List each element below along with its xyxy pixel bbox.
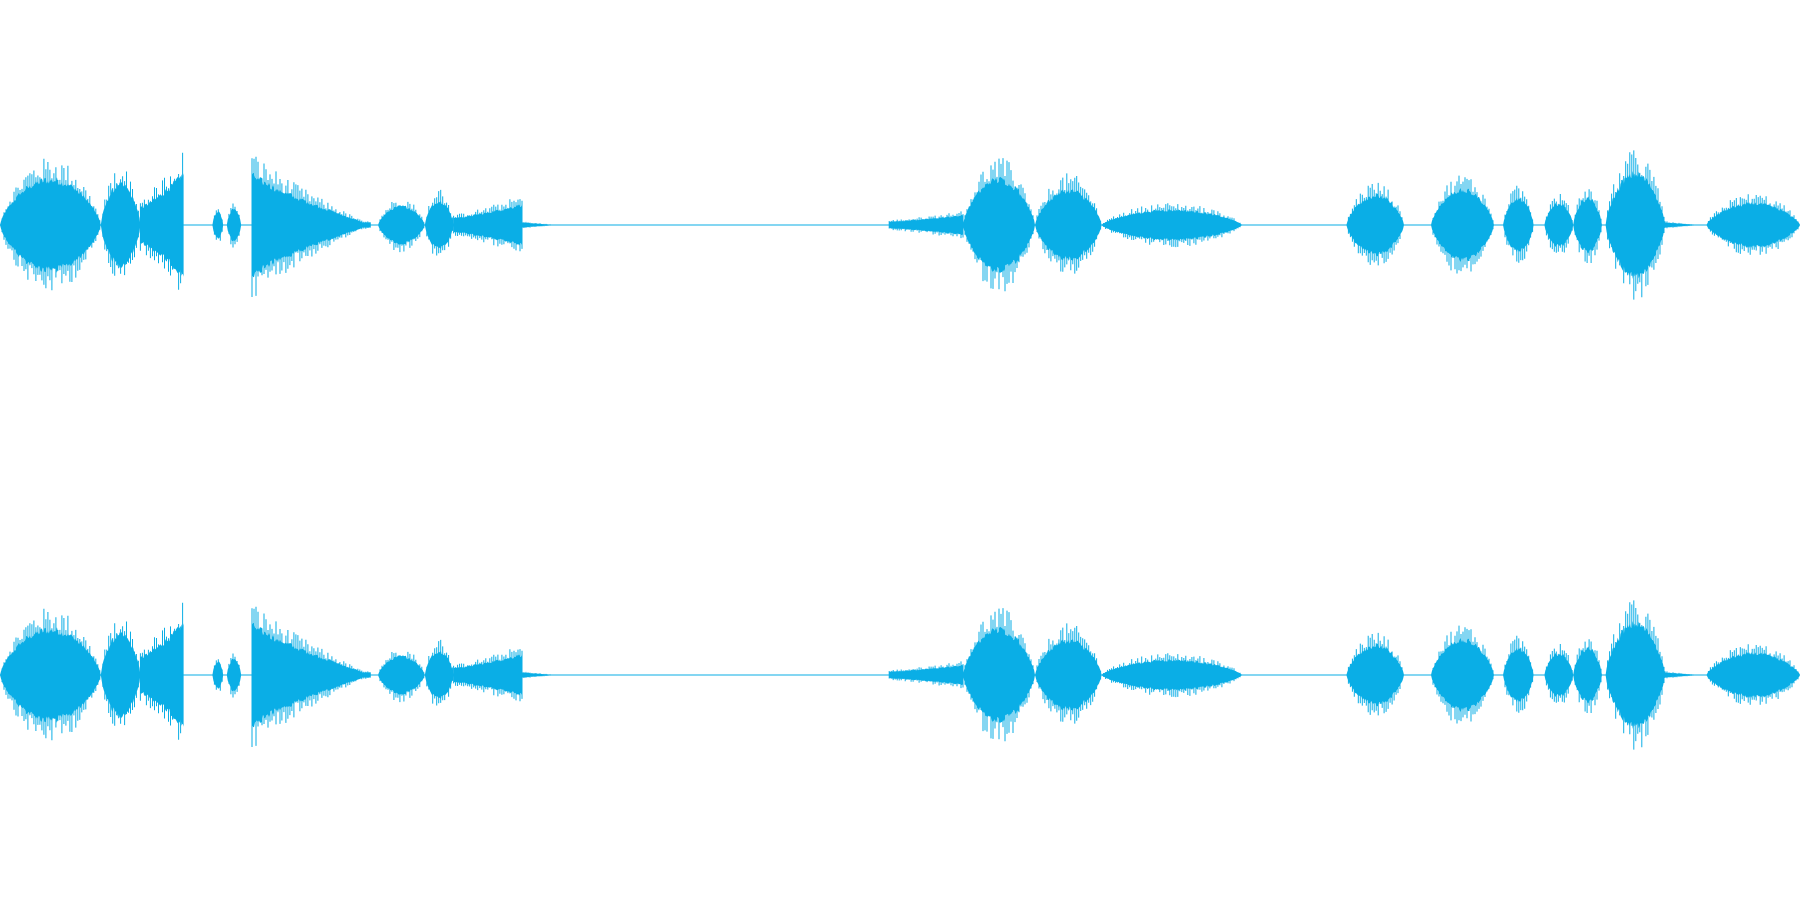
waveform-segment xyxy=(963,158,1035,292)
waveform-peaks xyxy=(453,649,523,702)
waveform-peaks xyxy=(1545,644,1573,703)
waveform-segment xyxy=(0,158,101,291)
waveform-peaks xyxy=(1432,175,1494,274)
waveform-segment xyxy=(521,671,559,679)
waveform-peaks xyxy=(426,189,454,256)
waveform-peaks xyxy=(1432,625,1494,724)
waveform-segment xyxy=(1035,173,1102,274)
right-waveform-svg xyxy=(0,600,1800,750)
left-waveform-svg xyxy=(0,150,1800,300)
waveform-segment xyxy=(1573,639,1602,713)
waveform-peaks xyxy=(964,158,1034,292)
waveform-peaks xyxy=(888,661,964,689)
waveform-segment xyxy=(139,602,184,740)
waveform-envelope xyxy=(889,214,963,236)
waveform-peaks xyxy=(521,671,559,679)
waveform-segment xyxy=(378,201,425,253)
waveform-segment xyxy=(1503,635,1534,713)
waveform-segment xyxy=(424,639,454,706)
waveform-peaks xyxy=(213,209,223,241)
waveform-peaks xyxy=(1707,644,1799,705)
waveform-peaks xyxy=(228,203,240,248)
waveform-peaks xyxy=(426,639,454,706)
waveform-envelope xyxy=(1346,193,1404,257)
waveform-peaks xyxy=(1103,203,1241,248)
waveform-peaks xyxy=(1,158,101,291)
waveform-segment xyxy=(1605,150,1665,300)
waveform-segment xyxy=(1101,203,1242,248)
waveform-peaks xyxy=(453,199,523,252)
waveform-segment xyxy=(1346,182,1404,266)
waveform-peaks xyxy=(102,621,139,726)
waveform-peaks xyxy=(213,659,223,691)
waveform-segment xyxy=(212,659,224,691)
waveform-peaks xyxy=(1103,653,1241,698)
waveform-peaks xyxy=(1504,635,1534,713)
waveform-segment xyxy=(1346,632,1404,716)
waveform-peaks xyxy=(251,156,371,297)
waveform-segment xyxy=(1503,185,1534,263)
waveform-segment xyxy=(226,653,242,698)
waveform-peaks xyxy=(1504,185,1534,263)
waveform-peaks xyxy=(1,608,101,741)
waveform-segment xyxy=(453,649,523,702)
waveform-segment xyxy=(1706,644,1800,705)
waveform-segment xyxy=(888,211,964,239)
waveform-segment xyxy=(521,221,559,229)
waveform-segment xyxy=(226,203,242,248)
waveform-peaks xyxy=(1607,150,1665,300)
waveform-segment xyxy=(1431,175,1494,274)
waveform-peaks xyxy=(1036,623,1102,724)
waveform-segment xyxy=(1431,625,1494,724)
waveform-peaks xyxy=(1545,194,1573,253)
waveform-peaks xyxy=(1664,671,1702,679)
waveform-segment xyxy=(251,156,371,297)
waveform-segment xyxy=(1573,189,1602,263)
waveform-peaks xyxy=(228,653,240,698)
waveform-segment xyxy=(888,661,964,689)
waveform-segment xyxy=(378,651,425,703)
waveform-peaks xyxy=(1707,194,1799,255)
waveform-peaks xyxy=(1574,639,1602,713)
waveform-peaks xyxy=(102,171,139,276)
waveform-peaks xyxy=(888,211,964,239)
left-channel-waveform xyxy=(0,45,1800,405)
waveform-segment xyxy=(1664,671,1702,679)
waveform-peaks xyxy=(1664,221,1702,229)
waveform-segment xyxy=(453,199,523,252)
waveform-segment xyxy=(100,621,141,726)
waveform-segment xyxy=(1035,623,1102,724)
waveform-peaks xyxy=(1347,182,1403,266)
waveform-segment xyxy=(100,171,141,276)
waveform-segment xyxy=(1706,194,1800,255)
waveform-segment xyxy=(1544,644,1574,703)
waveform-segment xyxy=(0,608,101,741)
waveform-peaks xyxy=(251,606,371,747)
waveform-envelope xyxy=(1346,643,1404,707)
waveform-peaks xyxy=(1607,600,1665,750)
waveform-peaks xyxy=(379,201,425,253)
waveform-segment xyxy=(139,152,184,290)
waveform-segment xyxy=(1101,653,1242,698)
waveform-peaks xyxy=(1574,189,1602,263)
waveform-envelope xyxy=(889,664,963,686)
waveform-peaks xyxy=(964,608,1034,742)
waveform-peaks xyxy=(1036,173,1102,274)
waveform-peaks xyxy=(379,651,425,703)
right-channel-waveform xyxy=(0,495,1800,855)
waveform-peaks xyxy=(1347,632,1403,716)
waveform-segment xyxy=(1544,194,1574,253)
waveform-segment xyxy=(963,608,1035,742)
waveform-peaks xyxy=(139,152,184,290)
waveform-segment xyxy=(212,209,224,241)
waveform-segment xyxy=(251,606,371,747)
waveform-peaks xyxy=(139,602,184,740)
waveform-segment xyxy=(1605,600,1665,750)
waveform-peaks xyxy=(521,221,559,229)
waveform-segment xyxy=(424,189,454,256)
waveform-segment xyxy=(1664,221,1702,229)
